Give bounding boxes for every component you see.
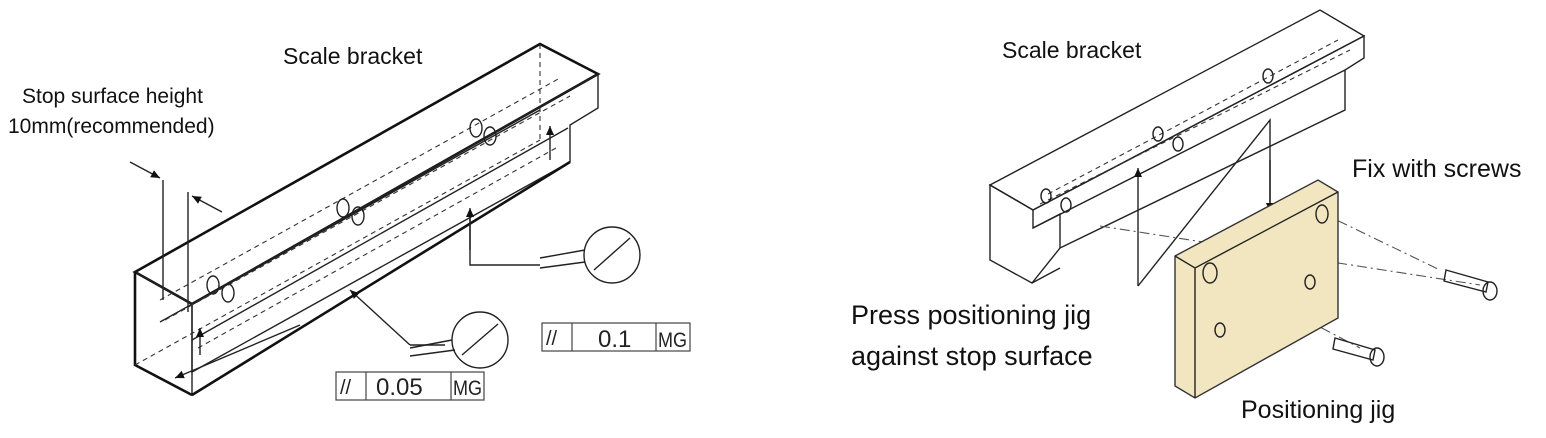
tolerance-lower-value: 0.05 — [376, 374, 423, 401]
dial-indicator-lower — [349, 289, 509, 369]
press-jig-label-line2: against stop surface — [851, 341, 1093, 371]
screw-hole-markers — [206, 118, 497, 303]
left-bracket-diagram — [129, 42, 641, 397]
screw-lower — [1332, 337, 1385, 367]
bracket-hidden-lines — [134, 44, 571, 366]
right-bracket-hidden-lines — [1039, 39, 1351, 205]
stop-height-label-line2: 10mm(recommended) — [8, 115, 215, 138]
fix-with-screws-label: Fix with screws — [1352, 155, 1521, 183]
right-bracket-diagram — [988, 9, 1481, 349]
stop-height-label-line1: Stop surface height — [22, 85, 203, 108]
stop-height-dimension — [129, 161, 223, 312]
bracket-side-edge — [191, 72, 599, 374]
bracket-lower-edge — [191, 160, 571, 397]
press-jig-label-line1: Press positioning jig — [851, 300, 1091, 330]
tolerance-lower-symbol: // — [340, 377, 352, 399]
tolerance-upper-symbol: // — [546, 328, 558, 350]
datum-arrow-bottom — [174, 324, 301, 379]
positioning-jig-label: Positioning jig — [1241, 396, 1395, 424]
tolerance-upper-datum: MG — [658, 329, 687, 352]
right-bracket-side — [1031, 34, 1365, 284]
right-bracket-label: Scale bracket — [1002, 37, 1142, 63]
jig-front-face — [1174, 179, 1339, 399]
dial-indicator-upper — [466, 208, 641, 284]
positioning-jig — [1174, 179, 1339, 399]
left-bracket-label: Scale bracket — [283, 43, 423, 69]
right-screw-hole-markers — [1040, 68, 1274, 213]
tolerance-frame-upper: // 0.1 MG — [541, 322, 691, 353]
tolerance-frame-lower: // 0.05 MG — [335, 371, 485, 401]
right-bracket-front-face — [989, 183, 1061, 284]
screw-upper — [1443, 269, 1498, 301]
tolerance-upper-value: 0.1 — [598, 326, 631, 353]
tolerance-lower-datum: MG — [453, 377, 482, 400]
